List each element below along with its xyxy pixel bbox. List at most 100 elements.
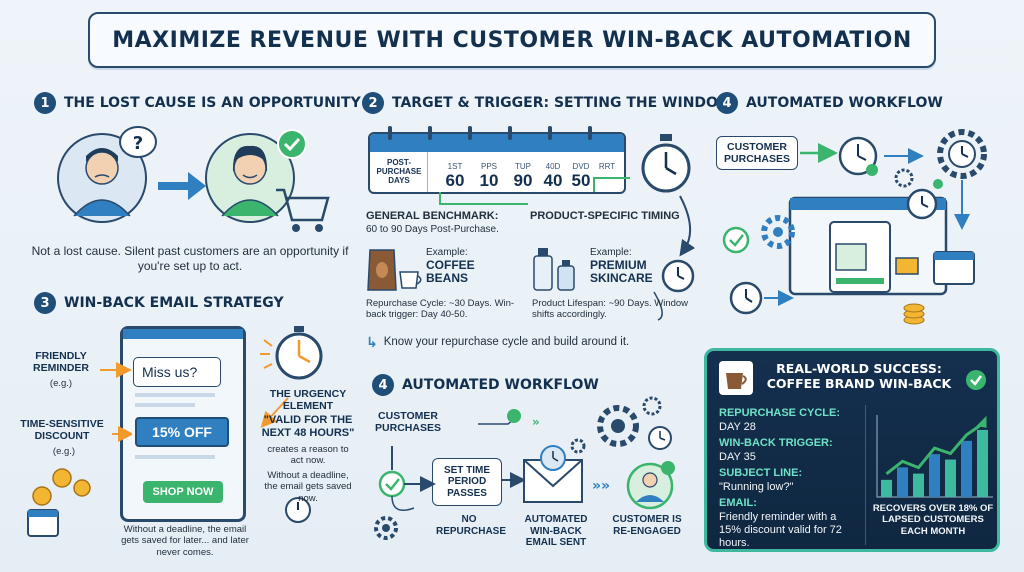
clock-icon [661, 259, 695, 293]
envelope-icon [523, 445, 583, 503]
svg-text:?: ? [133, 133, 143, 154]
urgency-stopwatch-icon [260, 326, 323, 380]
shopping-cart-icon [276, 188, 330, 232]
growth-trend-line [885, 422, 984, 476]
section-4-top-number: 4 [716, 92, 738, 114]
stopwatch-icon [641, 134, 691, 193]
coffee-beans-icon [367, 249, 422, 291]
email-mockup: Miss us? 15% OFF SHOP NOW [120, 326, 246, 522]
return-arrow-icon: ↳ [366, 334, 378, 350]
email-value: Friendly reminder with a 15% discount va… [719, 511, 842, 550]
benchmark-title: GENERAL BENCHMARK: [366, 210, 499, 222]
reengaged-customer-icon [626, 461, 675, 510]
cycle-value: DAY 28 [719, 421, 756, 433]
subject-value: "Running low?" [719, 481, 794, 493]
email-bottom-text: Without a deadline, the email gets saved… [121, 524, 249, 558]
email-sent-label: AUTOMATED WIN-BACK EMAIL SENT [524, 514, 588, 548]
growth-bar [977, 429, 988, 497]
time-sensitive-label: TIME-SENSITIVE DISCOUNT [20, 418, 104, 443]
timing-connectors [388, 126, 696, 321]
browser-window-icon [788, 196, 948, 296]
example-2-text: Product Lifespan: ~90 Days. Window shift… [532, 298, 689, 321]
calendar-right-icon [933, 251, 975, 285]
clock-left-icon [729, 281, 763, 315]
time-passes-box: SET TIME PERIOD PASSES [432, 458, 502, 506]
section-2-header: 2 TARGET & TRIGGER: SETTING THE WINDOW [362, 92, 733, 114]
section-4-number: 4 [372, 374, 394, 396]
shop-now-button[interactable]: SHOP NOW [143, 481, 223, 503]
check-circle-icon [722, 226, 750, 254]
growth-bar [929, 454, 940, 497]
section-3-number: 3 [34, 292, 56, 314]
example-2-label: Example: [590, 247, 632, 258]
growth-bar [881, 479, 892, 497]
section-1-title: THE LOST CAUSE IS AN OPPORTUNITY [64, 95, 361, 111]
urgency-text-2: Without a deadline, the email gets saved… [264, 470, 352, 504]
growth-bar [961, 440, 972, 497]
calendar-header-bar [370, 134, 624, 152]
small-stopwatch-icon [285, 497, 311, 523]
section-1-text: Not a lost cause. Silent past customers … [31, 244, 349, 273]
arrow-icon [158, 172, 206, 200]
gear-icon [374, 516, 398, 540]
green-check-icon [378, 470, 406, 498]
eg-label-2: (e.g.) [52, 446, 76, 457]
gear-large-icon [761, 168, 914, 249]
top-purchases-box: CUSTOMER PURCHASES [716, 136, 798, 170]
growth-bar [945, 459, 956, 497]
success-check-icon [966, 370, 986, 390]
question-bubble-icon: ? [119, 126, 157, 158]
recovery-growth-chart [876, 415, 993, 498]
success-panel: REAL-WORLD SUCCESS: COFFEE BRAND WIN-BAC… [704, 348, 1000, 552]
workflow-purchases-label: CUSTOMER PURCHASES [375, 410, 441, 435]
coins-icon [32, 468, 91, 506]
trigger-label: WIN-BACK TRIGGER: [719, 437, 833, 449]
calendar-icon [27, 509, 59, 537]
svg-text:»: » [532, 415, 540, 429]
sad-customer-icon [57, 133, 147, 223]
no-repurchase-label: NO REPURCHASE [436, 514, 507, 537]
calendar-row-label: POST-PURCHASE DAYS [376, 158, 422, 186]
section-3-header: 3 WIN-BACK EMAIL STRATEGY [34, 292, 284, 314]
section-4-header: 4 AUTOMATED WORKFLOW [372, 374, 599, 396]
section-4-title: AUTOMATED WORKFLOW [402, 377, 599, 393]
friendly-reminder-label: FRIENDLY REMINDER [32, 350, 89, 375]
lost-customer-illustration: ? [57, 126, 330, 232]
section-4-top-title: AUTOMATED WORKFLOW [746, 95, 943, 111]
calendar-cell: RRT [598, 162, 616, 171]
example-1-name: COFFEE BEANS [426, 258, 475, 285]
section-4-top-header: 4 AUTOMATED WORKFLOW [716, 92, 943, 114]
stopwatch-top-icon [838, 136, 878, 176]
section-1-header: 1 THE LOST CAUSE IS AN OPPORTUNITY [34, 92, 361, 114]
email-label: EMAIL: [719, 497, 757, 509]
example-2-name: PREMIUM SKINCARE [590, 258, 653, 285]
coffee-cup-icon [719, 361, 753, 395]
gear-clock-icon [937, 129, 987, 179]
example-1-label: Example: [426, 247, 468, 258]
small-clock-icon [648, 426, 672, 450]
urgency-text-1: creates a reason to act now. [267, 444, 349, 467]
specific-title: PRODUCT-SPECIFIC TIMING [530, 210, 680, 222]
skincare-bottles-icon [533, 248, 575, 291]
svg-text:»»: »» [592, 478, 610, 494]
gears-icon [570, 396, 662, 454]
miss-us-message: Miss us? [133, 357, 221, 387]
cycle-label: REPURCHASE CYCLE: [719, 407, 841, 419]
coins-stack-icon [903, 303, 925, 325]
example-1-text: Repurchase Cycle: ~30 Days. Win-back tri… [366, 298, 515, 321]
title-banner: MAXIMIZE REVENUE WITH CUSTOMER WIN-BACK … [88, 12, 936, 68]
success-title: REAL-WORLD SUCCESS: COFFEE BRAND WIN-BAC… [766, 361, 952, 391]
discount-button[interactable]: 15% OFF [135, 417, 229, 447]
top-workflow-diagram [722, 129, 987, 325]
section-2-number: 2 [362, 92, 384, 114]
page-title: MAXIMIZE REVENUE WITH CUSTOMER WIN-BACK … [112, 27, 912, 53]
happy-customer-icon [205, 133, 295, 223]
section-3-decor [27, 362, 132, 537]
urgency-title: THE URGENCY ELEMENT [269, 388, 347, 413]
